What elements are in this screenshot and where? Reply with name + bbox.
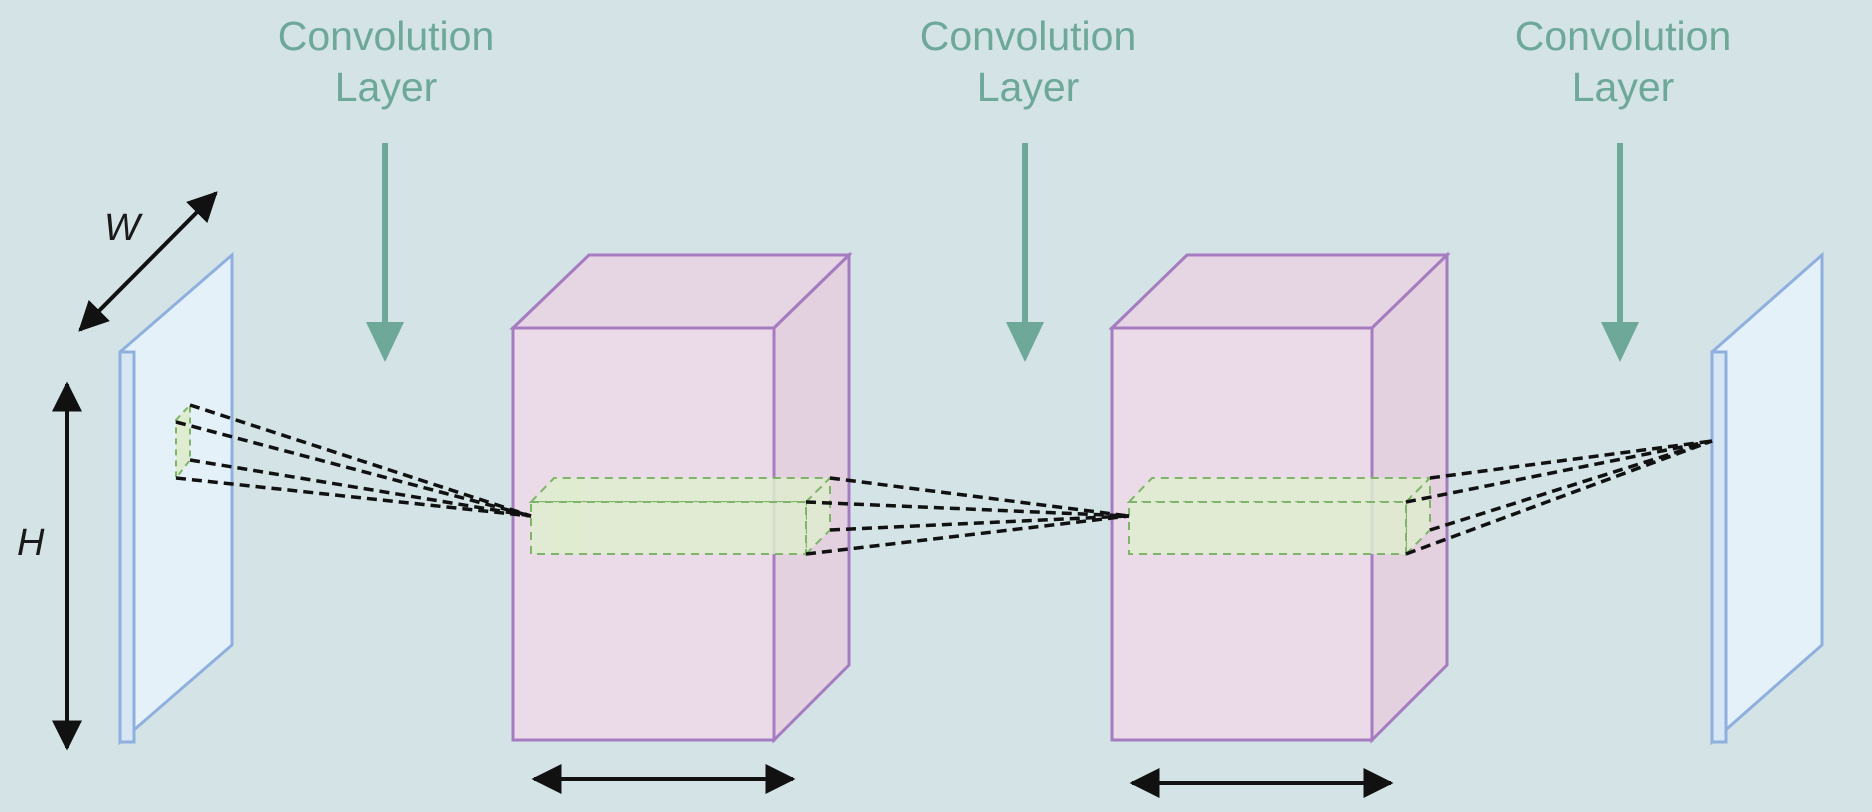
conv-layer-1-label-line1: Convolution xyxy=(278,13,495,59)
output-plane xyxy=(1710,251,1824,746)
width-label: W xyxy=(104,207,143,249)
conv-layer-2-label-line1: Convolution xyxy=(920,13,1137,59)
connection-lines xyxy=(175,403,1713,556)
arrow-down-icon xyxy=(1006,143,1044,362)
width-arrow-icon xyxy=(78,191,218,332)
height-label: H xyxy=(17,522,45,564)
conv-layer-3-label-line2: Layer xyxy=(1572,64,1675,110)
arrow-down-icon xyxy=(366,143,404,362)
conv-layer-2-label-line2: Layer xyxy=(977,64,1080,110)
receptive-field-1 xyxy=(528,475,833,557)
receptive-field-2 xyxy=(1126,475,1433,557)
conv-layer-1-label-line2: Layer xyxy=(335,64,438,110)
arrow-down-icon xyxy=(1601,143,1639,362)
input-plane xyxy=(118,251,234,746)
conv-layer-3-label-line1: Convolution xyxy=(1515,13,1732,59)
